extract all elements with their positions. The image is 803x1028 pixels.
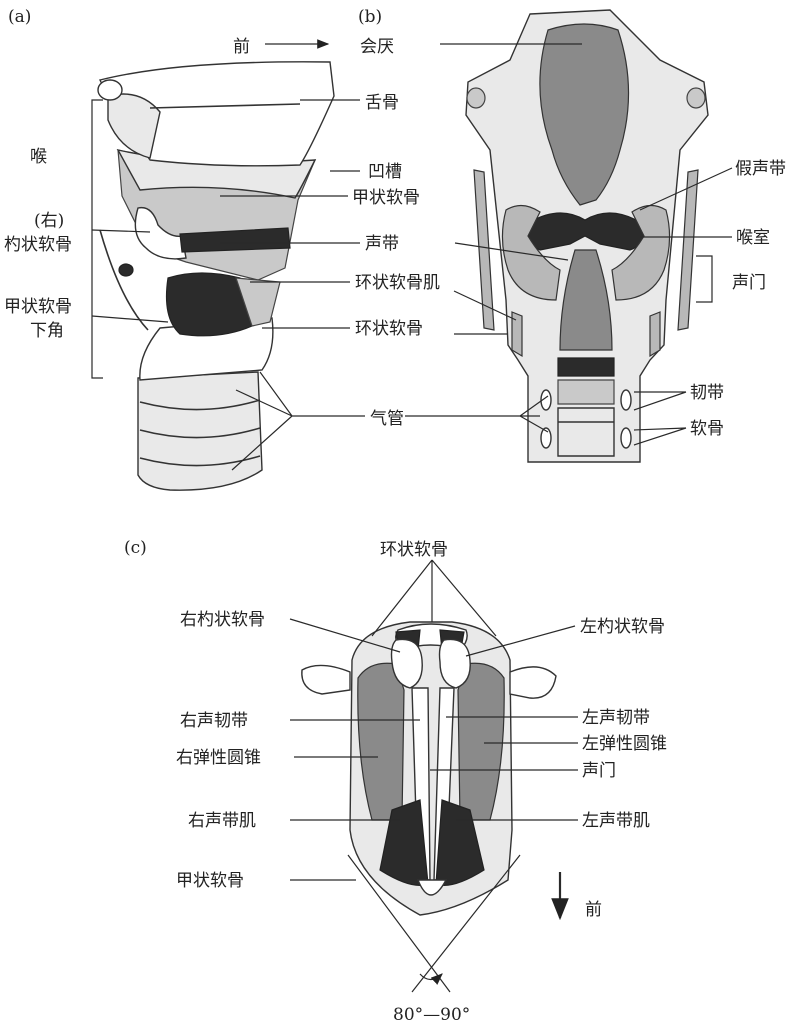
panel-a-tag: (a) xyxy=(8,7,31,27)
label-cricoid-a: 环状软骨 xyxy=(355,319,423,339)
label-notch: 凹槽 xyxy=(368,162,402,182)
label-glottis-c: 声门 xyxy=(582,761,616,781)
label-glottis-b: 声门 xyxy=(732,273,766,293)
label-left-vocalis: 左声带肌 xyxy=(582,811,650,831)
panel-b: (b) 会厌 假声带 喉室 xyxy=(358,7,786,462)
label-right-vocal-ligament: 右声韧带 xyxy=(180,711,248,731)
label-front-c: 前 xyxy=(585,900,602,920)
label-front-a: 前 xyxy=(233,37,250,57)
label-larynx: 喉 xyxy=(30,147,47,167)
label-cartilage: 软骨 xyxy=(690,419,724,439)
label-thyroid-inferior-horn-2: 下角 xyxy=(30,321,64,341)
panel-c-tag: (c) xyxy=(124,538,147,558)
label-thyroid-a: 甲状软骨 xyxy=(352,188,420,208)
label-cricoarytenoid-muscle: 环状软骨肌 xyxy=(355,273,440,293)
label-ligament: 韧带 xyxy=(690,383,724,403)
label-right-conus: 右弹性圆锥 xyxy=(176,748,261,768)
label-left-vocal-ligament: 左声韧带 xyxy=(582,708,650,728)
label-false-vocal-cord: 假声带 xyxy=(735,159,786,179)
label-ventricle: 喉室 xyxy=(736,228,770,248)
label-trachea: 气管 xyxy=(370,409,404,429)
label-left-conus: 左弹性圆锥 xyxy=(582,734,667,754)
label-vocal-cord: 声带 xyxy=(365,234,399,254)
label-right-arytenoid: 右杓状软骨 xyxy=(180,610,265,630)
label-thyroid-inferior-horn-1: 甲状软骨 xyxy=(4,297,72,317)
label-hyoid: 舌骨 xyxy=(365,93,399,113)
larynx-bracket xyxy=(92,100,103,378)
label-arytenoid: 杓状软骨 xyxy=(4,235,72,255)
glottis-bracket xyxy=(696,256,712,302)
label-right: (右) xyxy=(34,211,64,231)
panel-c: (c) 环状软骨 右杓状软骨 左杓状软骨 右 xyxy=(124,538,667,1025)
label-thyroid-c: 甲状软骨 xyxy=(176,871,244,891)
label-angle: 80°—90° xyxy=(393,1005,470,1025)
hyoid-drawing xyxy=(98,62,334,166)
label-epiglottis: 会厌 xyxy=(360,37,394,57)
panel-b-tag: (b) xyxy=(358,7,382,27)
label-right-vocalis: 右声带肌 xyxy=(188,811,256,831)
left-arytenoid-drawing xyxy=(440,639,471,688)
trachea-drawing xyxy=(138,372,262,490)
label-left-arytenoid: 左杓状软骨 xyxy=(580,617,665,637)
panel-a: (a) 前 舌骨 xyxy=(4,7,440,490)
label-cricoid-c: 环状软骨 xyxy=(380,540,448,560)
